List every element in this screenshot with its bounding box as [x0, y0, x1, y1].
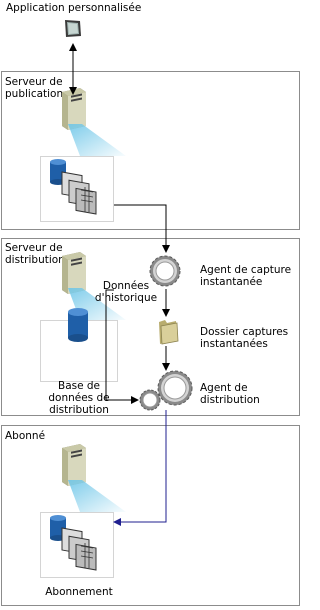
publisher-glow [68, 124, 126, 156]
snapshot-agent-gear-icon [149, 255, 181, 287]
connector-lines [69, 43, 170, 526]
distribution-database-label: Base de données de distribution [48, 380, 110, 416]
server-icon [62, 88, 86, 130]
subscriber-glow [68, 480, 126, 512]
distribution-database-icon [68, 308, 88, 342]
subscription-database-icon [50, 515, 97, 571]
snapshot-agent-label: Agent de capture instantanée [200, 264, 292, 288]
snapshot-folder-icon [159, 320, 179, 345]
custom-application-label: Application personnalisée [6, 2, 142, 14]
subscription-label: Abonnement [45, 586, 113, 598]
distribution-agent-gear-icon [139, 370, 193, 411]
publication-database-icon [50, 159, 97, 215]
server-icon [62, 444, 86, 486]
history-data-line [105, 289, 139, 404]
distribution-agent-label: Agent de distribution [200, 382, 260, 406]
distributor-server-label: Serveur de distribution [5, 242, 65, 266]
publication-to-snapshot-agent-arrow [114, 204, 170, 253]
server-icon [62, 252, 86, 294]
computer-icon [65, 20, 81, 37]
distribution-to-subscription-arrow [113, 410, 167, 526]
publisher-server-label: Serveur de publication [5, 76, 64, 100]
subscriber-label: Abonné [5, 430, 46, 442]
snapshot-folder-label: Dossier captures instantanées [200, 326, 289, 350]
history-data-label: Données d'historique [94, 280, 158, 304]
